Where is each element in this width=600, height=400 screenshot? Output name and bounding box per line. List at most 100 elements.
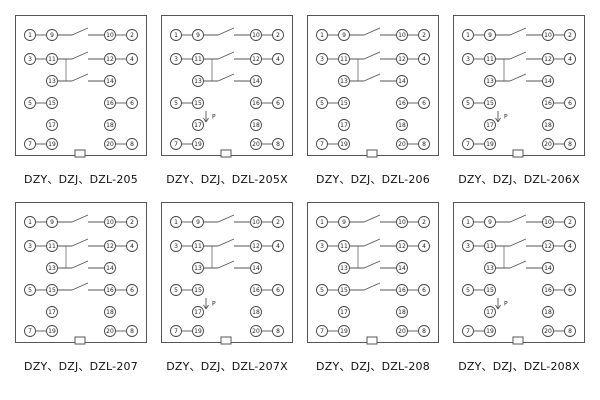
coil-arrow-icon: [495, 298, 501, 310]
terminal-number: 11: [194, 243, 202, 250]
terminal-number: 19: [48, 141, 56, 148]
panel-label: DZY、DZJ、DZL-206X: [458, 173, 580, 186]
terminal-number: 12: [398, 243, 406, 250]
terminal-number: 10: [106, 219, 114, 226]
terminal-circle: [396, 306, 408, 318]
terminal-number: 14: [252, 265, 260, 272]
terminal-number: 5: [28, 100, 32, 107]
terminal-number: 3: [174, 243, 178, 250]
terminal-number: 5: [466, 100, 470, 107]
terminal-number: 9: [488, 32, 492, 39]
terminal-number: 19: [340, 141, 348, 148]
terminal-number: 7: [466, 328, 470, 335]
terminal-number: 16: [544, 100, 552, 107]
terminal-number: 2: [276, 219, 280, 226]
terminal-number: 20: [252, 328, 260, 335]
terminal-number: 20: [398, 328, 406, 335]
terminal-number: 8: [130, 328, 134, 335]
terminal-number: 7: [174, 328, 178, 335]
terminal-number: 13: [194, 78, 202, 85]
terminal-number: 15: [486, 287, 494, 294]
terminal-number: 11: [340, 243, 348, 250]
terminal-number: 8: [276, 328, 280, 335]
contact-symbol: [203, 238, 251, 247]
terminal-number: 2: [422, 32, 426, 39]
panel-label: DZY、DZJ、DZL-205X: [166, 173, 288, 186]
terminal-circle: [46, 119, 58, 131]
contact-symbol: [57, 260, 105, 269]
terminal-number: 2: [568, 32, 572, 39]
terminal-number: 5: [320, 287, 324, 294]
terminal-number: 4: [422, 56, 426, 63]
terminal-number: 3: [28, 243, 32, 250]
contact-symbol: [349, 282, 397, 291]
terminal-number: 8: [130, 141, 134, 148]
terminal-number: 20: [106, 141, 114, 148]
terminal-number: 6: [130, 287, 134, 294]
terminal-number: 13: [194, 265, 202, 272]
terminal-number: 1: [28, 32, 32, 39]
terminal-number: 6: [568, 287, 572, 294]
contact-symbol: [495, 27, 543, 36]
terminal-number: 15: [48, 287, 56, 294]
terminal-number: 1: [320, 219, 324, 226]
terminal-number: 7: [174, 141, 178, 148]
terminal-number: 17: [340, 122, 348, 129]
terminal-number: 13: [48, 78, 56, 85]
terminal-number: 10: [252, 219, 260, 226]
coil-p-label: P: [504, 301, 508, 308]
terminal-number: 19: [486, 328, 494, 335]
terminal-number: 13: [48, 265, 56, 272]
terminal-circle: [104, 306, 116, 318]
terminal-number: 12: [106, 56, 114, 63]
terminal-number: 14: [252, 78, 260, 85]
terminal-number: 3: [320, 243, 324, 250]
terminal-number: 20: [106, 328, 114, 335]
terminal-number: 4: [568, 56, 572, 63]
contact-symbol: [495, 73, 543, 82]
terminal-circle: [542, 306, 554, 318]
terminal-number: 20: [252, 141, 260, 148]
mounting-tab: [74, 336, 86, 345]
terminal-circle: [542, 119, 554, 131]
terminal-number: 9: [488, 219, 492, 226]
terminal-number: 5: [174, 100, 178, 107]
terminal-number: 13: [340, 265, 348, 272]
terminal-number: 20: [544, 328, 552, 335]
terminal-number: 16: [544, 287, 552, 294]
panel-border: [161, 15, 293, 156]
terminal-number: 14: [106, 78, 114, 85]
terminal-number: 15: [340, 287, 348, 294]
terminal-number: 18: [106, 309, 114, 316]
mounting-tab: [74, 149, 86, 158]
contact-symbol: [349, 214, 397, 223]
terminal-number: 1: [466, 32, 470, 39]
contact-symbol: [57, 51, 105, 60]
terminal-number: 10: [398, 32, 406, 39]
terminal-circle: [338, 119, 350, 131]
terminal-circle: [250, 306, 262, 318]
contact-symbol: [349, 238, 397, 247]
terminal-number: 12: [252, 56, 260, 63]
terminal-circle: [484, 119, 496, 131]
terminal-number: 3: [174, 56, 178, 63]
terminal-number: 5: [28, 287, 32, 294]
contact-symbol: [349, 260, 397, 269]
panel-border: [15, 202, 147, 343]
terminal-number: 2: [130, 219, 134, 226]
terminal-number: 9: [50, 32, 54, 39]
terminal-number: 1: [174, 219, 178, 226]
terminal-number: 17: [194, 122, 202, 129]
terminal-number: 8: [568, 141, 572, 148]
terminal-number: 18: [544, 309, 552, 316]
